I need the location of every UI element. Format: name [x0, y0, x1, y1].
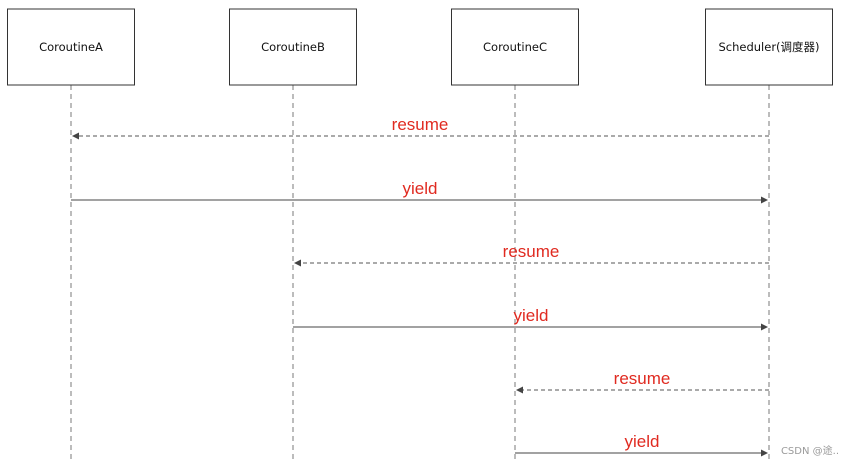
- arrowhead-icon: [516, 386, 523, 394]
- messages: resume yield resume yield resume yield: [71, 115, 769, 457]
- arrowhead-icon: [72, 132, 79, 140]
- participant-label-coroutineb: CoroutineB: [261, 40, 325, 54]
- arrowhead-icon: [761, 196, 768, 204]
- csdn-watermark: CSDN @途..: [780, 446, 839, 457]
- message-label-yield: yield: [625, 432, 660, 451]
- participant-box-scheduler: [705, 8, 833, 86]
- lifelines: [70, 85, 770, 462]
- message-label-yield: yield: [514, 306, 549, 325]
- participant-boxes: CoroutineA CoroutineB CoroutineC Scheduler(…: [7, 8, 833, 86]
- participant-label-coroutinec: CoroutineC: [483, 40, 547, 54]
- participant-box-coroutineb: [229, 8, 357, 86]
- message-label-resume: resume: [503, 242, 560, 261]
- message-label-resume: resume: [392, 115, 449, 134]
- arrowhead-icon: [761, 323, 768, 331]
- arrowhead-icon: [294, 259, 301, 267]
- participant-label-coroutinea: CoroutineA: [39, 40, 103, 54]
- arrowhead-icon: [761, 449, 768, 457]
- participant-label-scheduler: Scheduler(调度器): [718, 40, 819, 54]
- participant-box-coroutinea: [7, 8, 135, 86]
- participant-box-coroutinec: [451, 8, 579, 86]
- message-label-yield: yield: [403, 179, 438, 198]
- message-label-resume: resume: [614, 369, 671, 388]
